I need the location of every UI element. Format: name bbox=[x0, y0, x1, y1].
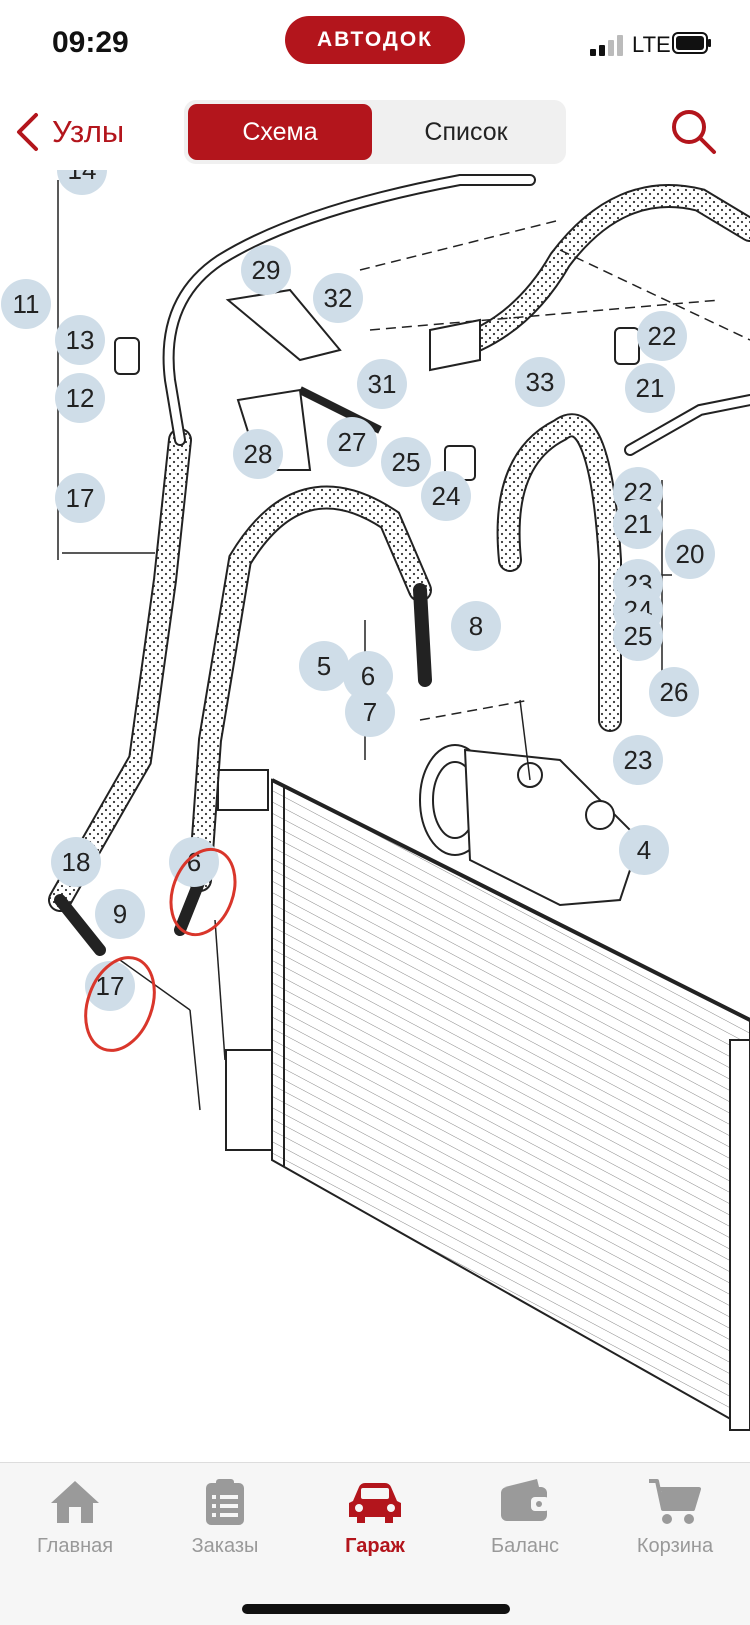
callout-bubble bbox=[327, 417, 377, 467]
hoses bbox=[48, 174, 750, 956]
callout-label-31[interactable]: 31 bbox=[368, 369, 397, 399]
callout-bubble bbox=[619, 825, 669, 875]
view-segmented-control: Схема Список bbox=[184, 100, 566, 164]
tab-list[interactable]: Список bbox=[424, 117, 508, 146]
callout-label-32[interactable]: 32 bbox=[324, 283, 353, 313]
condenser bbox=[217, 769, 750, 1432]
callout-label-8[interactable]: 8 bbox=[469, 611, 483, 641]
tab-orders-label: Заказы bbox=[191, 1535, 259, 1557]
callout-bubble bbox=[51, 837, 101, 887]
signal-icon bbox=[590, 35, 623, 56]
cart-icon bbox=[649, 1479, 701, 1524]
home-indicator bbox=[242, 1604, 510, 1614]
wallet-icon bbox=[501, 1479, 549, 1521]
nav-bar: Узлы Схема Список bbox=[0, 96, 750, 170]
callout-bubble bbox=[665, 529, 715, 579]
tab-cart[interactable]: Корзина bbox=[600, 1477, 750, 1577]
tab-garage-label: Гараж bbox=[345, 1535, 405, 1557]
highlight-circle-17 bbox=[84, 956, 156, 1052]
tab-orders[interactable]: Заказы bbox=[150, 1477, 300, 1577]
callout-label-20[interactable]: 20 bbox=[676, 539, 705, 569]
callout-bubble bbox=[241, 245, 291, 295]
callout-label-12[interactable]: 12 bbox=[66, 383, 95, 413]
search-icon[interactable] bbox=[668, 106, 718, 156]
callout-bubble bbox=[345, 687, 395, 737]
highlight-circle-6 bbox=[169, 847, 237, 937]
callout-bubble bbox=[451, 601, 501, 651]
callout-label-5[interactable]: 5 bbox=[317, 651, 331, 681]
callout-label-22[interactable]: 22 bbox=[648, 321, 677, 351]
callout-bubble bbox=[55, 373, 105, 423]
callout-bubble bbox=[613, 611, 663, 661]
tab-scheme[interactable]: Схема bbox=[188, 104, 372, 160]
status-bar: 09:29 АВТОДОК LTE bbox=[0, 0, 750, 90]
tab-home[interactable]: Главная bbox=[0, 1477, 150, 1577]
callout-bubble bbox=[95, 889, 145, 939]
callout-label-18[interactable]: 18 bbox=[62, 847, 91, 877]
callout-label-24[interactable]: 24 bbox=[432, 481, 461, 511]
callout-label-25[interactable]: 25 bbox=[624, 621, 653, 651]
callout-bubble bbox=[55, 473, 105, 523]
callout-label-27[interactable]: 27 bbox=[338, 427, 367, 457]
callout-bubble bbox=[649, 667, 699, 717]
callout-bubble bbox=[85, 961, 135, 1011]
callout-bubble bbox=[233, 429, 283, 479]
callout-label-9[interactable]: 9 bbox=[113, 899, 127, 929]
tab-bar: Главная Заказы Гараж Баланс Корзина bbox=[0, 1462, 750, 1625]
callout-label-25[interactable]: 25 bbox=[392, 447, 421, 477]
car-icon bbox=[349, 1483, 401, 1523]
callout-bubble bbox=[613, 735, 663, 785]
callout-bubble bbox=[381, 437, 431, 487]
callout-label-26[interactable]: 26 bbox=[660, 677, 689, 707]
callout-bubble bbox=[313, 273, 363, 323]
callout-bubble bbox=[357, 359, 407, 409]
tab-cart-label: Корзина bbox=[636, 1535, 714, 1557]
home-icon bbox=[51, 1481, 99, 1523]
callout-bubble bbox=[1, 279, 51, 329]
callout-bubble bbox=[515, 357, 565, 407]
callout-bubble bbox=[57, 170, 107, 195]
tab-balance-label: Баланс bbox=[490, 1535, 560, 1557]
callout-bubble bbox=[343, 651, 393, 701]
callout-label-11[interactable]: 11 bbox=[13, 289, 40, 319]
back-label: Узлы bbox=[52, 114, 125, 149]
tab-home-label: Главная bbox=[36, 1535, 114, 1557]
callout-bubble bbox=[625, 363, 675, 413]
callout-label-6[interactable]: 6 bbox=[361, 661, 375, 691]
battery-icon bbox=[672, 32, 711, 54]
callout-bubble bbox=[613, 499, 663, 549]
callout-label-4[interactable]: 4 bbox=[637, 835, 651, 865]
tab-garage[interactable]: Гараж bbox=[300, 1477, 450, 1577]
network-label: LTE bbox=[632, 32, 671, 57]
highlight-marks bbox=[84, 847, 237, 1052]
compressor bbox=[419, 744, 642, 907]
callout-label-13[interactable]: 13 bbox=[66, 325, 95, 355]
chevron-left-icon bbox=[17, 113, 38, 151]
callout-label-7[interactable]: 7 bbox=[363, 697, 377, 727]
callout-label-21[interactable]: 21 bbox=[624, 509, 653, 539]
callout-label-17[interactable]: 17 bbox=[66, 483, 95, 513]
callout-label-29[interactable]: 29 bbox=[252, 255, 281, 285]
callout-label-33[interactable]: 33 bbox=[526, 367, 555, 397]
callout-bubble bbox=[421, 471, 471, 521]
callout-bubble bbox=[55, 315, 105, 365]
brand-logo: АВТОДОК bbox=[285, 16, 465, 64]
clock: 09:29 bbox=[52, 26, 129, 59]
callout-label-21[interactable]: 21 bbox=[636, 373, 665, 403]
callout-bubble bbox=[637, 311, 687, 361]
callout-label-28[interactable]: 28 bbox=[244, 439, 273, 469]
callout-label-23[interactable]: 23 bbox=[624, 745, 653, 775]
callout-bubble bbox=[299, 641, 349, 691]
tab-balance[interactable]: Баланс bbox=[450, 1477, 600, 1577]
orders-icon bbox=[206, 1479, 244, 1525]
back-button[interactable]: Узлы bbox=[14, 106, 124, 158]
callout-label-14[interactable]: 14 bbox=[68, 170, 97, 185]
